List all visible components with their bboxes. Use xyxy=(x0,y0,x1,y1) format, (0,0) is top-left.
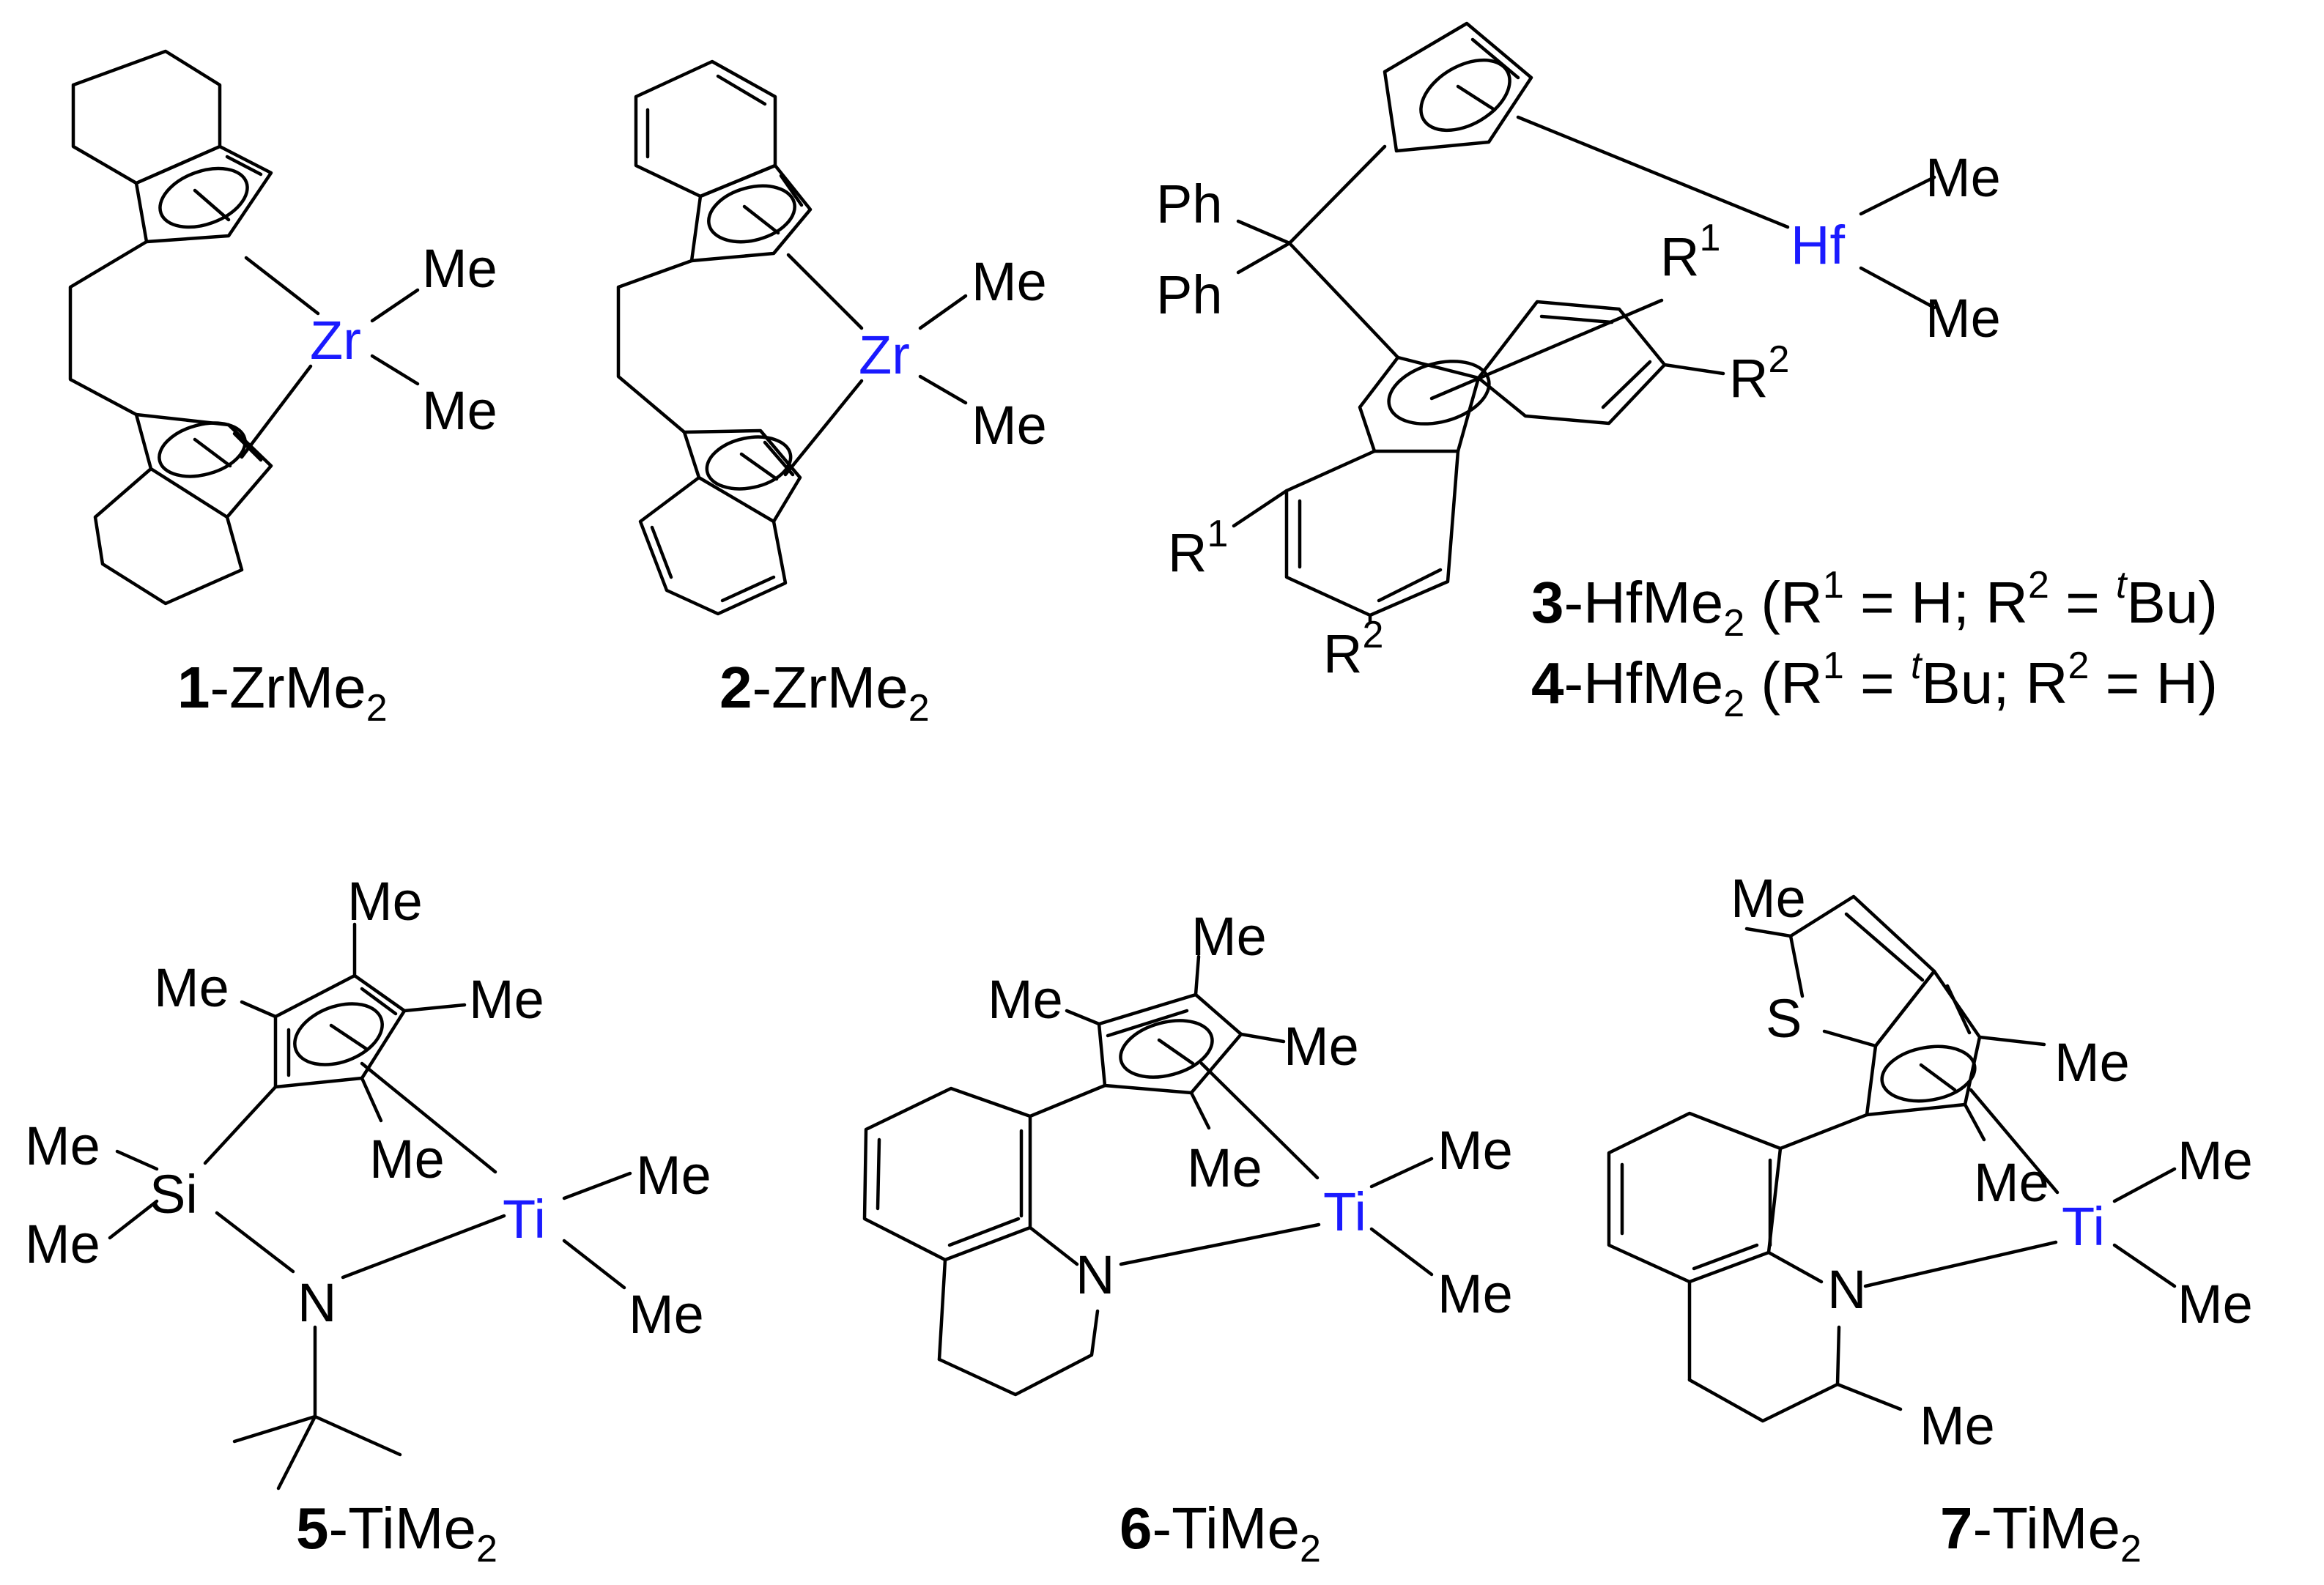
me-label-7d: Me xyxy=(2177,1130,2253,1191)
me-label-3b: Me xyxy=(1925,288,2001,349)
me-label-6a: Me xyxy=(1191,906,1267,967)
caption-compound-1: 1-ZrMe2 xyxy=(177,655,388,730)
r2-label-bottom: R2 xyxy=(1323,614,1383,684)
me-label-5h: Me xyxy=(629,1284,704,1345)
compound-2-structure xyxy=(616,59,968,616)
me-label-1a: Me xyxy=(422,238,497,299)
ph-label-b: Ph xyxy=(1156,264,1223,325)
compound-1-structure xyxy=(68,49,420,606)
r1-label-left: R1 xyxy=(1168,513,1228,583)
me-label-5f: Me xyxy=(25,1214,100,1274)
compound-5-structure xyxy=(108,922,632,1491)
compound-3-4-structure xyxy=(1232,21,1936,625)
me-label-5g: Me xyxy=(636,1145,711,1206)
me-label-5e: Me xyxy=(25,1116,100,1176)
s-atom: S xyxy=(1766,988,1802,1049)
me-label-3a: Me xyxy=(1925,147,2001,208)
compound-6-structure xyxy=(862,954,1434,1397)
n-atom-5: N xyxy=(297,1272,336,1333)
n-atom-6: N xyxy=(1076,1244,1114,1305)
me-label-6d: Me xyxy=(1187,1137,1262,1198)
me-label-7b: Me xyxy=(2054,1032,2130,1093)
me-label-5c: Me xyxy=(469,969,544,1030)
si-atom: Si xyxy=(149,1164,198,1225)
caption-compound-7: 7-TiMe2 xyxy=(1940,1496,2142,1570)
caption-compound-5: 5-TiMe2 xyxy=(296,1496,497,1570)
me-label-1b: Me xyxy=(422,380,497,441)
caption-compound-6: 6-TiMe2 xyxy=(1120,1496,1321,1570)
me-label-5d: Me xyxy=(369,1129,445,1189)
me-label-6f: Me xyxy=(1437,1263,1513,1324)
caption-compound-3: 3-HfMe2 (R1 = H; R2 = tBu) xyxy=(1531,564,2218,645)
me-label-5b: Me xyxy=(154,957,229,1018)
zr-atom-2: Zr xyxy=(859,324,910,385)
compound-7-structure xyxy=(1607,894,2177,1423)
ti-atom-5: Ti xyxy=(503,1189,546,1250)
me-label-7a: Me xyxy=(1731,868,1806,929)
me-label-7f: Me xyxy=(1920,1395,1995,1456)
r2-label-right: R2 xyxy=(1729,338,1789,409)
zr-atom-1: Zr xyxy=(310,310,361,371)
ti-atom-7: Ti xyxy=(2062,1196,2105,1257)
caption-compound-2: 2-ZrMe2 xyxy=(719,655,930,730)
me-label-7e: Me xyxy=(2177,1274,2253,1335)
ti-atom-6: Ti xyxy=(1323,1181,1366,1242)
me-label-6c: Me xyxy=(1284,1016,1359,1077)
caption-compound-4: 4-HfMe2 (R1 = tBu; R2 = H) xyxy=(1531,645,2218,725)
me-label-7c: Me xyxy=(1974,1152,2049,1213)
me-label-2b: Me xyxy=(972,395,1047,456)
n-atom-7: N xyxy=(1827,1259,1866,1320)
me-label-6e: Me xyxy=(1437,1120,1513,1181)
hf-atom: Hf xyxy=(1791,215,1845,275)
ph-label-a: Ph xyxy=(1156,174,1223,234)
me-label-6b: Me xyxy=(988,969,1063,1030)
r1-label-top: R1 xyxy=(1660,217,1720,287)
me-label-2a: Me xyxy=(972,251,1047,312)
me-label-5a: Me xyxy=(347,871,423,932)
